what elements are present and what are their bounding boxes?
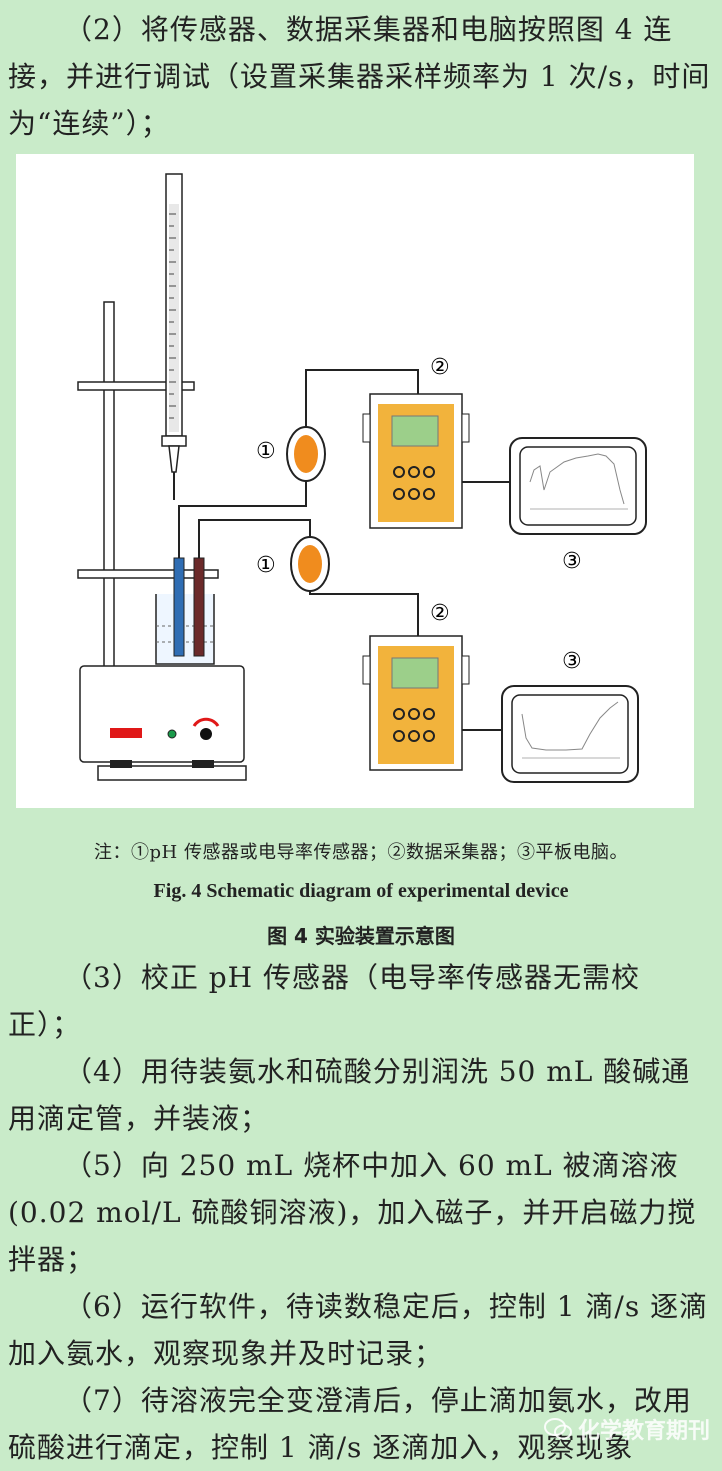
figure-note: 注：①pH 传感器或电导率传感器；②数据采集器；③平板电脑。 xyxy=(94,842,628,863)
burette-clamp xyxy=(77,381,195,391)
conductivity-electrode xyxy=(193,557,205,657)
figure-caption-cn: 图 4 实验装置示意图 xyxy=(267,924,455,948)
burette xyxy=(161,173,187,500)
experimental-device-figure: ① ① ② ② ③ ③ xyxy=(16,154,694,808)
bottom-text-block: （3）校正 pH 传感器（电导率传感器无需校正）； （4）用待装氨水和硫酸分别润… xyxy=(0,954,722,1471)
beaker xyxy=(155,594,215,665)
tablet-top xyxy=(509,437,647,535)
paragraph-step-6: （6）运行软件，待读数稳定后，控制 1 滴/s 逐滴加入氨水，观察现象并及时记录… xyxy=(8,1290,709,1370)
stirrer-display xyxy=(110,728,142,738)
paragraph-step-4: （4）用待装氨水和硫酸分别润洗 50 mL 酸碱通用滴定管，并装液； xyxy=(8,1055,691,1135)
top-text-block: （2）将传感器、数据采集器和电脑按照图 4 连接，并进行调试（设置采集器采样频率… xyxy=(0,6,722,147)
sensor-top xyxy=(286,426,326,482)
data-collector-top xyxy=(362,393,470,529)
figure-caption-en: Fig. 4 Schematic diagram of experimental… xyxy=(153,880,569,902)
paragraph-step-3: （3）校正 pH 传感器（电导率传感器无需校正）； xyxy=(8,961,640,1041)
device-diagram: ① ① ② ② ③ ③ xyxy=(77,173,647,783)
watermark-text: 化学教育期刊 xyxy=(577,1419,710,1444)
label-tablet-top: ③ xyxy=(562,549,582,574)
wechat-icon xyxy=(543,1418,572,1440)
tablet-bottom xyxy=(501,685,639,783)
watermark: 化学教育期刊 xyxy=(543,1413,710,1445)
electrode-clamp xyxy=(77,569,219,579)
label-sensor-bottom: ① xyxy=(256,553,276,578)
data-collector-bottom xyxy=(362,635,470,771)
label-tablet-bottom: ③ xyxy=(562,649,582,674)
ph-electrode xyxy=(173,557,185,657)
stand-rod xyxy=(103,301,115,681)
label-collector-top: ② xyxy=(430,355,450,380)
paragraph-step-2: （2）将传感器、数据采集器和电脑按照图 4 连接，并进行调试（设置采集器采样频率… xyxy=(8,13,711,140)
paragraph-step-5: （5）向 250 mL 烧杯中加入 60 mL 被滴溶液(0.02 mol/L … xyxy=(8,1149,697,1276)
label-collector-bottom: ② xyxy=(430,601,450,626)
sensor-bottom xyxy=(290,536,330,592)
label-sensor-top: ① xyxy=(256,439,276,464)
magnetic-stirrer xyxy=(79,665,247,781)
